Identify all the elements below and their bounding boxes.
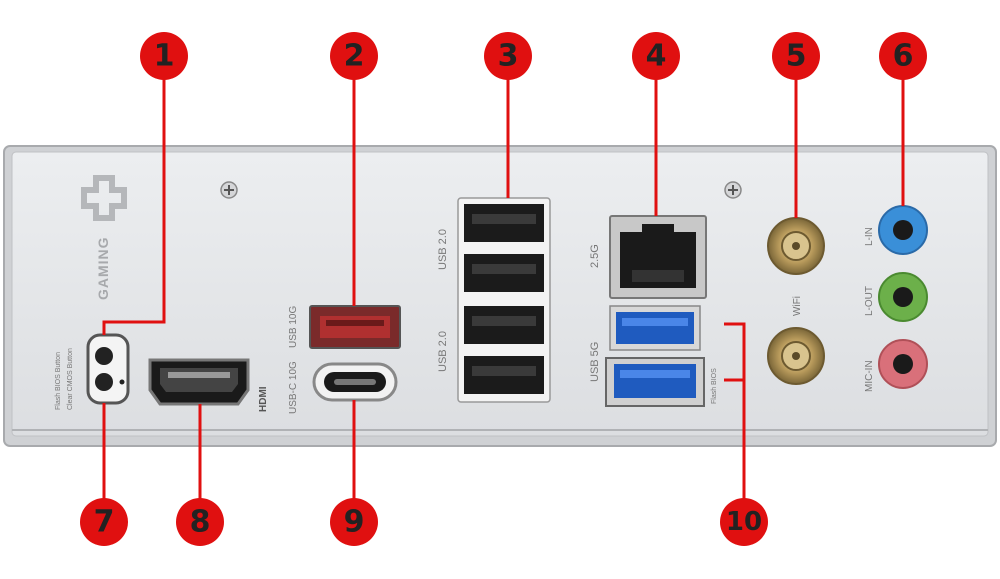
svg-text:1: 1 — [154, 39, 175, 74]
callout-3: 3 — [484, 32, 532, 80]
callout-4: 4 — [632, 32, 680, 80]
audio-line-out-jack[interactable] — [878, 272, 928, 322]
mic-in-label: MIC-IN — [864, 360, 875, 392]
callout-9: 9 — [330, 498, 378, 546]
usb20-port-1 — [464, 204, 544, 242]
svg-text:9: 9 — [344, 505, 365, 540]
screw-right — [724, 181, 742, 199]
callout-10: 10 — [720, 498, 768, 546]
line-out-label: L-OUT — [864, 286, 875, 316]
svg-text:5: 5 — [786, 39, 807, 74]
svg-text:4: 4 — [646, 39, 667, 74]
callout-1: 1 — [140, 32, 188, 80]
gaming-text: GAMING — [95, 236, 111, 300]
usb-5g-port-bottom[interactable] — [605, 357, 705, 407]
usbc-10g-port[interactable] — [312, 362, 398, 402]
audio-line-in-jack[interactable] — [878, 205, 928, 255]
usb-10g-port[interactable] — [309, 305, 401, 349]
svg-text:6: 6 — [893, 39, 914, 74]
usbc-10g-label: USB-C 10G — [288, 361, 299, 414]
lan-25g-label: 2.5G — [589, 244, 601, 268]
svg-text:7: 7 — [94, 505, 115, 540]
lan-port[interactable] — [609, 215, 707, 299]
usb-5g-label: USB 5G — [589, 342, 601, 382]
line-1 — [102, 78, 166, 335]
usb-10g-label: USB 10G — [288, 306, 299, 348]
usb20-port-2 — [464, 254, 544, 292]
hdmi-label: HDMI — [258, 386, 269, 412]
usb20-bottom-label: USB 2.0 — [437, 331, 449, 372]
line-in-label: L-IN — [864, 227, 875, 246]
audio-mic-in-jack[interactable] — [878, 339, 928, 389]
svg-text:8: 8 — [190, 505, 211, 540]
callout-5: 5 — [772, 32, 820, 80]
svg-text:3: 3 — [498, 39, 519, 74]
wifi-antenna-top[interactable] — [767, 217, 825, 275]
usb20-top-label: USB 2.0 — [437, 229, 449, 270]
gaming-logo: GAMING — [81, 175, 127, 300]
callout-lines — [102, 78, 905, 500]
wifi-antenna-bottom[interactable] — [767, 327, 825, 385]
flash-bios-label: Flash BIOS Button — [55, 352, 62, 410]
screw-left — [220, 181, 238, 199]
svg-text:2: 2 — [344, 39, 365, 74]
callout-6: 6 — [879, 32, 927, 80]
clear-cmos-label: Clear CMOS Button — [67, 348, 74, 410]
usb20-port-3 — [464, 306, 544, 344]
flash-bios-port-label: Flash BIOS — [711, 368, 718, 404]
callout-7: 7 — [80, 498, 128, 546]
usb-5g-port-top[interactable] — [609, 305, 701, 351]
usb20-port-stack[interactable] — [457, 197, 551, 403]
svg-text:10: 10 — [726, 507, 762, 537]
wifi-label: WiFi — [792, 296, 803, 316]
callout-2: 2 — [330, 32, 378, 80]
callout-8: 8 — [176, 498, 224, 546]
flash-clear-buttons[interactable] — [86, 333, 130, 405]
usb20-port-4 — [464, 356, 544, 394]
hdmi-port[interactable] — [148, 358, 250, 406]
